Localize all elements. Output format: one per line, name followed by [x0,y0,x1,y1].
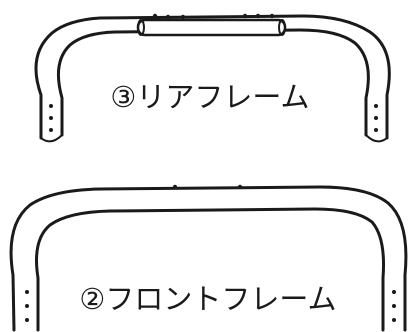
rear-frame-left-leg-hole [49,128,53,132]
rear-frame-right-leg-hole [374,128,378,132]
rear-frame-top-hole [242,13,248,19]
rear-frame-left-leg-hole [49,104,53,108]
rear-frame-top-hole [255,13,261,19]
rear-frame-top-hole [152,13,158,19]
front-frame-left-leg-hole [25,318,29,322]
front-frame-label: ②フロントフレーム [79,282,336,316]
front-frame-outer-tube [9,185,408,332]
front-frame: ②フロントフレーム [9,184,408,332]
rear-frame-grip-right-cap [278,19,286,36]
rear-frame-top-hole [269,13,275,19]
front-frame-top-hole [172,184,178,190]
rear-frame-grip-left-cap [137,19,145,36]
front-frame-top-hole [237,184,243,190]
front-frame-inner-tube [35,207,385,332]
front-frame-right-leg-hole [392,318,396,322]
rear-frame-top-hole [165,14,171,20]
rear-frame: ③リアフレーム [34,13,391,143]
rear-frame-left-foot [40,134,63,143]
rear-frame-right-leg-hole [374,104,378,108]
front-frame-right-leg-hole [392,290,396,294]
rear-frame-top-hole [180,14,186,20]
rear-frame-right-leg-hole [374,116,378,120]
rear-frame-label: ③リアフレーム [110,80,309,114]
front-frame-left-leg-hole [25,290,29,294]
front-frame-right-leg-hole [392,304,396,308]
rear-frame-right-foot [365,134,388,143]
rear-frame-grip [136,18,287,37]
rear-frame-outer-tube [34,14,391,140]
rear-frame-left-leg-hole [49,116,53,120]
front-frame-left-leg-hole [25,304,29,308]
